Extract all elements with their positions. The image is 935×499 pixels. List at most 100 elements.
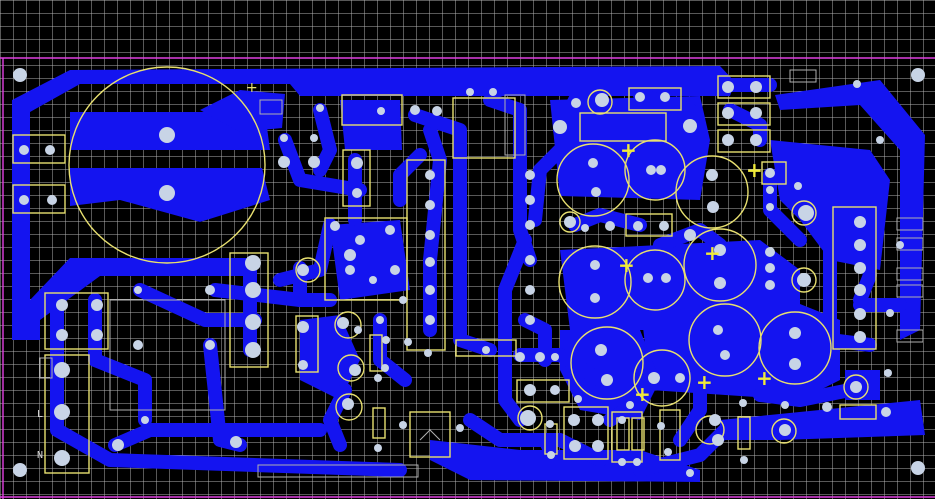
pad[interactable] <box>425 257 435 267</box>
pad[interactable] <box>661 273 671 283</box>
pad[interactable] <box>659 221 669 231</box>
connector-j2-outline[interactable] <box>12 184 66 214</box>
pad[interactable] <box>633 458 641 466</box>
pad[interactable] <box>547 451 555 459</box>
pad[interactable] <box>571 98 581 108</box>
pad[interactable] <box>911 68 925 82</box>
ic-right-outline[interactable] <box>832 206 877 350</box>
pad[interactable] <box>707 201 719 213</box>
pad[interactable] <box>765 247 775 257</box>
pad[interactable] <box>789 358 801 370</box>
pad[interactable] <box>91 299 103 311</box>
pad[interactable] <box>19 195 29 205</box>
pad[interactable] <box>714 277 726 289</box>
pad[interactable] <box>646 165 656 175</box>
pad[interactable] <box>425 170 435 180</box>
pad[interactable] <box>765 280 775 290</box>
pad[interactable] <box>245 342 261 358</box>
pad[interactable] <box>425 315 435 325</box>
pad[interactable] <box>886 309 894 317</box>
pad[interactable] <box>399 296 407 304</box>
pad[interactable] <box>13 463 27 477</box>
pad[interactable] <box>344 249 356 261</box>
pad[interactable] <box>686 469 694 477</box>
pad[interactable] <box>390 265 400 275</box>
transformer-footprint[interactable] <box>68 66 266 264</box>
pad[interactable] <box>720 350 730 360</box>
pad[interactable] <box>740 456 748 464</box>
pad[interactable] <box>369 276 377 284</box>
pad[interactable] <box>765 263 775 273</box>
pad[interactable] <box>822 402 832 412</box>
pad[interactable] <box>750 134 762 146</box>
pad[interactable] <box>854 239 866 251</box>
pad[interactable] <box>278 156 290 168</box>
pad[interactable] <box>351 157 363 169</box>
pad[interactable] <box>525 195 535 205</box>
bridge-rectifier-outline[interactable] <box>44 292 109 350</box>
pad[interactable] <box>750 81 762 93</box>
pad[interactable] <box>657 422 665 430</box>
pad[interactable] <box>656 165 666 175</box>
pad[interactable] <box>112 439 124 451</box>
pad[interactable] <box>581 224 589 232</box>
pad[interactable] <box>525 170 535 180</box>
pad[interactable] <box>245 314 261 330</box>
pad[interactable] <box>425 200 435 210</box>
pad[interactable] <box>515 352 525 362</box>
pad[interactable] <box>245 255 261 271</box>
pad[interactable] <box>706 169 718 181</box>
connector-j1-outline[interactable] <box>12 134 66 164</box>
pad[interactable] <box>648 372 660 384</box>
pad[interactable] <box>592 440 604 452</box>
pad[interactable] <box>399 421 407 429</box>
pad[interactable] <box>588 158 598 168</box>
pad[interactable] <box>410 105 420 115</box>
pad[interactable] <box>553 120 567 134</box>
pad[interactable] <box>355 235 365 245</box>
pad[interactable] <box>722 81 734 93</box>
pad[interactable] <box>765 168 775 178</box>
pad[interactable] <box>205 285 215 295</box>
pad[interactable] <box>569 440 581 452</box>
mains-connector-outline[interactable] <box>44 354 90 474</box>
pad[interactable] <box>330 221 340 231</box>
pad[interactable] <box>794 182 802 190</box>
pad[interactable] <box>850 381 862 393</box>
pad[interactable] <box>56 329 68 341</box>
pad[interactable] <box>54 404 70 420</box>
pad[interactable] <box>374 374 382 382</box>
pad[interactable] <box>525 315 535 325</box>
pad[interactable] <box>47 195 57 205</box>
pad[interactable] <box>590 260 600 270</box>
pad[interactable] <box>853 80 861 88</box>
pad[interactable] <box>280 134 288 142</box>
pad[interactable] <box>424 349 432 357</box>
pad[interactable] <box>374 444 382 452</box>
pad[interactable] <box>854 216 866 228</box>
pad[interactable] <box>854 284 866 296</box>
pad[interactable] <box>134 286 142 294</box>
pad[interactable] <box>381 364 389 372</box>
pad[interactable] <box>432 106 442 116</box>
pad[interactable] <box>675 373 685 383</box>
pad[interactable] <box>466 88 474 96</box>
pad[interactable] <box>750 107 762 119</box>
pad[interactable] <box>739 399 747 407</box>
pad[interactable] <box>342 398 354 410</box>
pads-layer[interactable] <box>13 68 925 477</box>
pad[interactable] <box>798 205 814 221</box>
pad[interactable] <box>524 384 536 396</box>
pad[interactable] <box>205 340 215 350</box>
pad[interactable] <box>876 136 884 144</box>
pad[interactable] <box>896 241 904 249</box>
pad[interactable] <box>159 127 175 143</box>
pad[interactable] <box>482 346 490 354</box>
pad[interactable] <box>601 374 613 386</box>
pad[interactable] <box>377 107 385 115</box>
pad[interactable] <box>683 119 697 133</box>
pad[interactable] <box>643 273 653 283</box>
pad[interactable] <box>714 244 726 256</box>
pad[interactable] <box>425 285 435 295</box>
